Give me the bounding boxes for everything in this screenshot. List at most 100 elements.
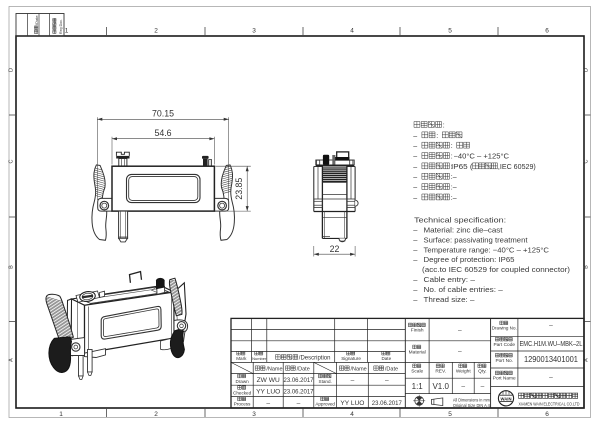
- svg-text:Date: Date: [381, 356, 391, 361]
- svg-text:5: 5: [448, 28, 452, 35]
- svg-text::: :: [451, 164, 453, 171]
- svg-text:No. of cable entries: –: No. of cable entries: –: [424, 285, 504, 294]
- svg-text:23.85: 23.85: [234, 178, 244, 200]
- svg-text:Reg Doc.: Reg Doc.: [59, 19, 63, 34]
- svg-text:–: –: [385, 377, 389, 384]
- svg-text:–: –: [413, 133, 417, 140]
- svg-text:1: 1: [59, 411, 63, 418]
- svg-text:2: 2: [154, 28, 158, 35]
- svg-text:–: –: [351, 377, 355, 384]
- svg-text:6: 6: [545, 28, 549, 35]
- svg-text:–: –: [413, 143, 417, 150]
- svg-text::: :: [451, 174, 453, 181]
- svg-text:Technical specification:: Technical specification:: [414, 215, 506, 224]
- svg-text:−40°C – +125°C: −40°C – +125°C: [454, 152, 510, 160]
- svg-text:Weight: Weight: [456, 369, 472, 375]
- svg-text:3: 3: [252, 411, 256, 418]
- svg-text:A: A: [9, 358, 15, 362]
- svg-text:23.06.2017: 23.06.2017: [283, 389, 314, 395]
- svg-text:–: –: [413, 174, 417, 181]
- svg-text:5: 5: [448, 411, 452, 418]
- svg-text:23.06.2017: 23.06.2017: [283, 378, 314, 384]
- svg-text:Finish: Finish: [411, 328, 424, 334]
- svg-text:70.15: 70.15: [152, 109, 174, 119]
- svg-text:–: –: [549, 375, 553, 382]
- svg-text:23.06.2017: 23.06.2017: [372, 401, 403, 407]
- svg-text:V1.0: V1.0: [432, 382, 449, 391]
- svg-text:Scale: Scale: [411, 369, 423, 375]
- svg-text:–: –: [413, 285, 418, 294]
- svg-text:All Dimensions in mm: All Dimensions in mm: [453, 397, 490, 402]
- svg-text:–: –: [413, 153, 417, 160]
- svg-text::: :: [436, 133, 438, 140]
- svg-text:/Date: /Date: [297, 366, 310, 372]
- svg-text:Checked: Checked: [233, 390, 252, 395]
- svg-text:–: –: [266, 400, 270, 407]
- svg-text:1:1: 1:1: [412, 382, 424, 391]
- svg-text:YY LUO: YY LUO: [340, 400, 364, 407]
- svg-text:/Name: /Name: [351, 366, 367, 372]
- svg-text:/Date: /Date: [34, 15, 39, 25]
- svg-text:3: 3: [252, 28, 256, 35]
- svg-text:6: 6: [545, 411, 549, 418]
- svg-text:Port No.: Port No.: [495, 358, 513, 364]
- svg-text:–: –: [461, 384, 465, 391]
- svg-text::: :: [451, 185, 453, 192]
- svg-text:–: –: [458, 349, 462, 356]
- svg-text:–: –: [413, 235, 418, 244]
- svg-text:4: 4: [350, 411, 354, 418]
- svg-text:(acc.to IEC 60529 for coupled: (acc.to IEC 60529 for coupled connector): [422, 265, 571, 274]
- svg-text:Degree of protection: IP65: Degree of protection: IP65: [424, 255, 515, 264]
- svg-text:–: –: [453, 185, 457, 192]
- svg-text:1: 1: [65, 28, 69, 35]
- svg-text:Qty.: Qty.: [478, 369, 486, 375]
- svg-text:EMC.H1M.WU–MBK–2L: EMC.H1M.WU–MBK–2L: [519, 341, 582, 348]
- svg-text:,IEC 60529): ,IEC 60529): [498, 164, 536, 171]
- svg-text:REV.: REV.: [435, 369, 446, 375]
- svg-text:/Name: /Name: [266, 366, 282, 372]
- svg-text:/Date: /Date: [385, 366, 398, 372]
- svg-text:Drawing No.: Drawing No.: [492, 326, 517, 332]
- svg-text:IP65 (: IP65 (: [451, 164, 473, 171]
- svg-text:D: D: [583, 68, 589, 72]
- svg-text:–: –: [413, 164, 417, 171]
- svg-text:Cable entry: –: Cable entry: –: [424, 275, 476, 284]
- svg-text:Original Size DIN A 4: Original Size DIN A 4: [453, 403, 490, 408]
- svg-text:2: 2: [154, 411, 158, 418]
- svg-text:Mark: Mark: [236, 356, 247, 361]
- svg-text:XIAMEN WAIN ELECTRICAL CO.LTD: XIAMEN WAIN ELECTRICAL CO.LTD: [519, 401, 580, 406]
- svg-text:Part Code: Part Code: [493, 342, 515, 348]
- svg-text:A: A: [583, 358, 589, 362]
- svg-text::: :: [443, 122, 445, 129]
- svg-text:–: –: [413, 295, 418, 304]
- svg-text:–: –: [453, 195, 457, 202]
- svg-text:1290013401001: 1290013401001: [524, 355, 578, 364]
- svg-text:WAIN: WAIN: [501, 397, 512, 402]
- svg-text:–: –: [413, 195, 417, 202]
- svg-text:Stand.: Stand.: [319, 379, 332, 384]
- svg-text:B: B: [583, 265, 589, 269]
- svg-text:Number: Number: [252, 356, 267, 361]
- svg-text:–: –: [453, 174, 457, 181]
- svg-text:–: –: [413, 275, 418, 284]
- svg-text:Temperature range: −40°C – +12: Temperature range: −40°C – +125°C: [424, 245, 550, 254]
- svg-text:–: –: [413, 245, 418, 254]
- svg-text:Drawn: Drawn: [235, 379, 249, 384]
- svg-text:54.6: 54.6: [154, 128, 171, 138]
- svg-text::: :: [451, 143, 453, 150]
- svg-text:Material: zinc die–cast: Material: zinc die–cast: [424, 225, 504, 234]
- svg-text:D: D: [9, 68, 15, 72]
- svg-text:–: –: [549, 323, 553, 330]
- svg-text:C: C: [583, 159, 589, 163]
- svg-text:–: –: [413, 255, 418, 264]
- svg-text:–: –: [458, 327, 462, 334]
- svg-text:Signature: Signature: [341, 356, 361, 361]
- svg-text:4: 4: [350, 28, 354, 35]
- svg-text:22: 22: [330, 244, 340, 254]
- svg-text::: :: [451, 195, 453, 202]
- svg-text:Approved: Approved: [315, 402, 335, 407]
- svg-text:ZW WU: ZW WU: [257, 377, 280, 384]
- svg-text:–: –: [297, 400, 301, 407]
- svg-text:Material: Material: [409, 350, 426, 356]
- svg-text:–: –: [413, 185, 417, 192]
